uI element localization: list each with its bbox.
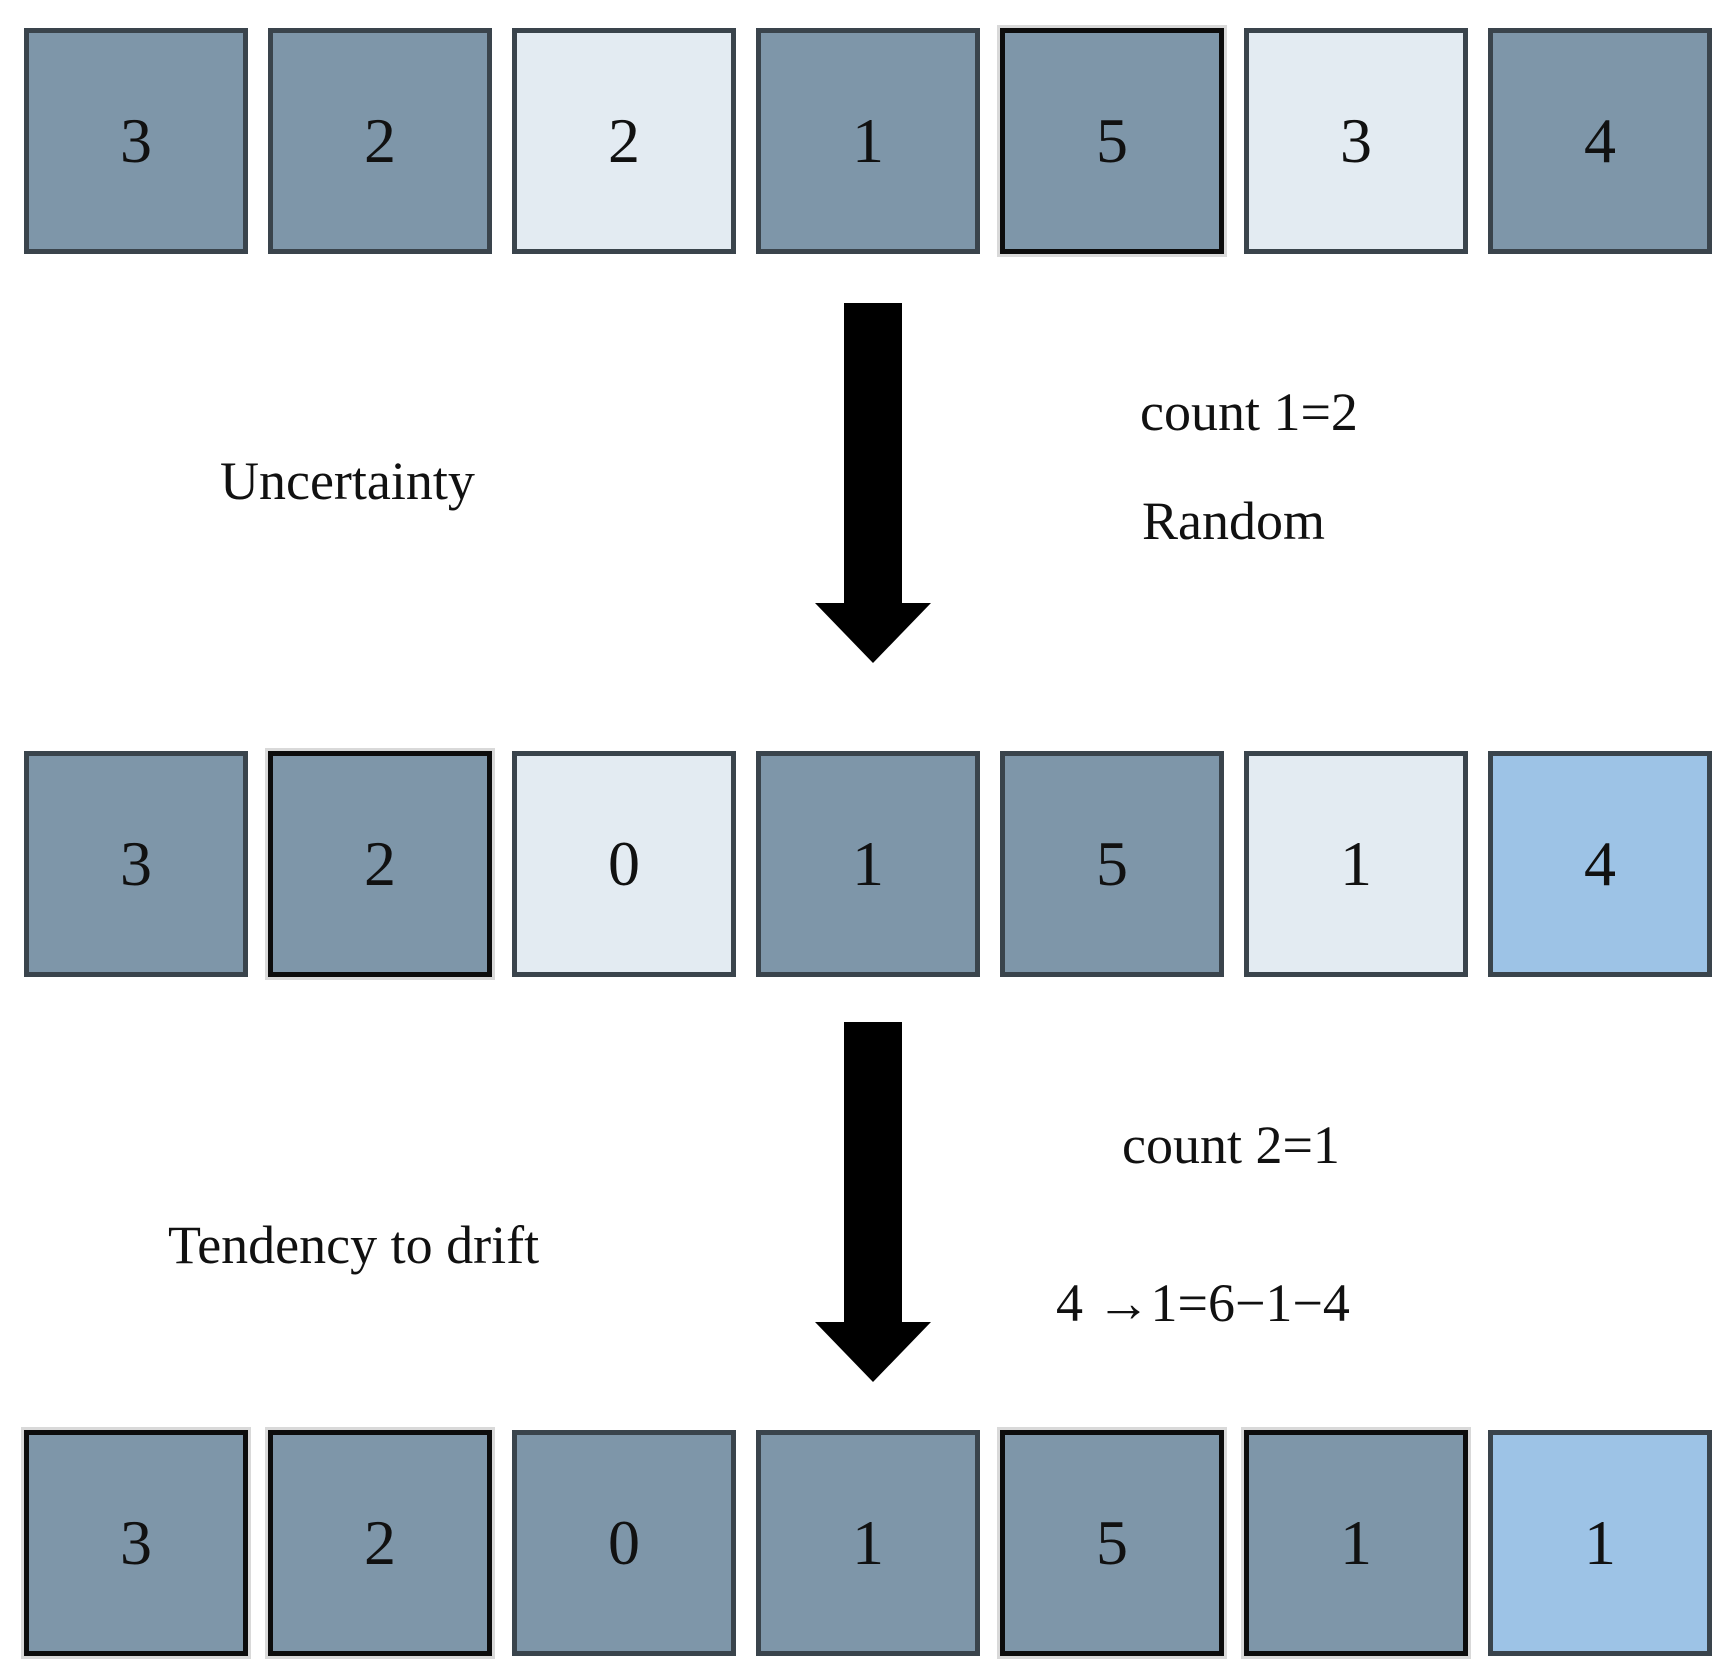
cell-value: 1 [852, 828, 884, 899]
cell-value: 5 [1096, 828, 1128, 899]
cell-value: 1 [852, 105, 884, 176]
cell: 2 [268, 751, 492, 977]
cell: 0 [512, 751, 736, 977]
label-uncertainty: Uncertainty [220, 451, 475, 511]
cell: 5 [1000, 1430, 1224, 1656]
down-arrow-step1 [815, 303, 931, 663]
cell: 3 [24, 751, 248, 977]
cell: 1 [756, 751, 980, 977]
cell: 2 [512, 28, 736, 254]
arrow-shaft [844, 303, 902, 603]
cell: 3 [1244, 28, 1468, 254]
cell-value: 1 [1340, 1507, 1372, 1578]
cell: 3 [24, 1430, 248, 1656]
cell-value: 3 [120, 105, 152, 176]
arrow-head [815, 1322, 931, 1382]
cell-value: 2 [364, 828, 396, 899]
cell: 1 [1244, 1430, 1468, 1656]
cell-value: 5 [1096, 1507, 1128, 1578]
cell-value: 0 [608, 828, 640, 899]
cell: 2 [268, 28, 492, 254]
cell: 4 [1488, 751, 1712, 977]
cell-value: 5 [1096, 105, 1128, 176]
cell-value: 4 [1584, 828, 1616, 899]
cell-value: 2 [608, 105, 640, 176]
cell-value: 1 [852, 1507, 884, 1578]
cell: 1 [756, 28, 980, 254]
cell-value: 3 [120, 828, 152, 899]
cell-value: 3 [120, 1507, 152, 1578]
label-count-1: count 1=2 [1140, 382, 1358, 442]
cell-value: 2 [364, 1507, 396, 1578]
cell-value: 1 [1584, 1507, 1616, 1578]
cell: 1 [756, 1430, 980, 1656]
cell: 4 [1488, 28, 1712, 254]
cell: 1 [1488, 1430, 1712, 1656]
cell: 3 [24, 28, 248, 254]
label-drift-equation: 4 →1=6−1−4 [1056, 1273, 1350, 1333]
sequence-row-intermediate: 3 2 0 1 5 1 4 [24, 751, 1712, 977]
cell: 5 [1000, 28, 1224, 254]
cell: 2 [268, 1430, 492, 1656]
arrow-shaft [844, 1022, 902, 1322]
label-tendency-to-drift: Tendency to drift [168, 1215, 540, 1275]
down-arrow-step2 [815, 1022, 931, 1382]
cell-value: 0 [608, 1507, 640, 1578]
cell-value: 2 [364, 105, 396, 176]
label-random: Random [1142, 491, 1325, 551]
cell-value: 1 [1340, 828, 1372, 899]
cell: 5 [1000, 751, 1224, 977]
cell-value: 3 [1340, 105, 1372, 176]
arrow-head [815, 603, 931, 663]
label-count-2: count 2=1 [1122, 1115, 1340, 1175]
cell: 0 [512, 1430, 736, 1656]
sequence-row-final: 3 2 0 1 5 1 1 [24, 1430, 1712, 1656]
cell-value: 4 [1584, 105, 1616, 176]
cell: 1 [1244, 751, 1468, 977]
sequence-row-initial: 3 2 2 1 5 3 4 [24, 28, 1712, 254]
